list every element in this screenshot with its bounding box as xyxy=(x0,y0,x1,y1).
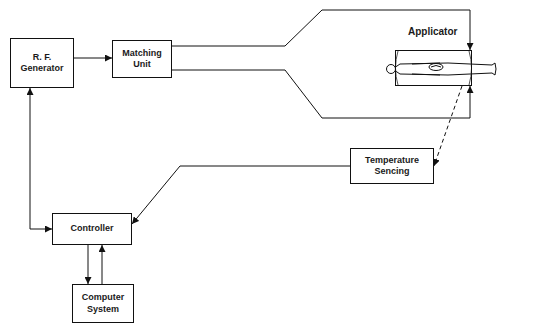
signal-arrow xyxy=(102,245,103,284)
process-box: R. F. Generator xyxy=(10,38,74,88)
signal-arrow xyxy=(30,88,52,229)
node-heading: Applicator xyxy=(408,26,457,39)
process-box: Computer System xyxy=(72,284,134,323)
signal-arrow xyxy=(172,10,470,50)
signal-arrow xyxy=(88,245,89,284)
patient-figure xyxy=(387,51,497,85)
process-box: Matching Unit xyxy=(112,40,172,78)
signal-arrow xyxy=(172,70,470,118)
node-label: Computer System xyxy=(77,292,129,315)
process-box: Controller xyxy=(52,213,132,245)
signal-arrow xyxy=(132,166,350,224)
node-label: Temperature Sencing xyxy=(355,155,429,178)
node-label: Controller xyxy=(70,223,113,234)
process-box: Temperature Sencing xyxy=(350,148,434,184)
applicator-cylinder: Applicator xyxy=(395,50,472,86)
signal-arrow xyxy=(74,58,112,59)
node-label: R. F. Generator xyxy=(15,52,69,75)
sensing-link xyxy=(434,86,462,166)
node-label: Matching Unit xyxy=(117,48,167,71)
